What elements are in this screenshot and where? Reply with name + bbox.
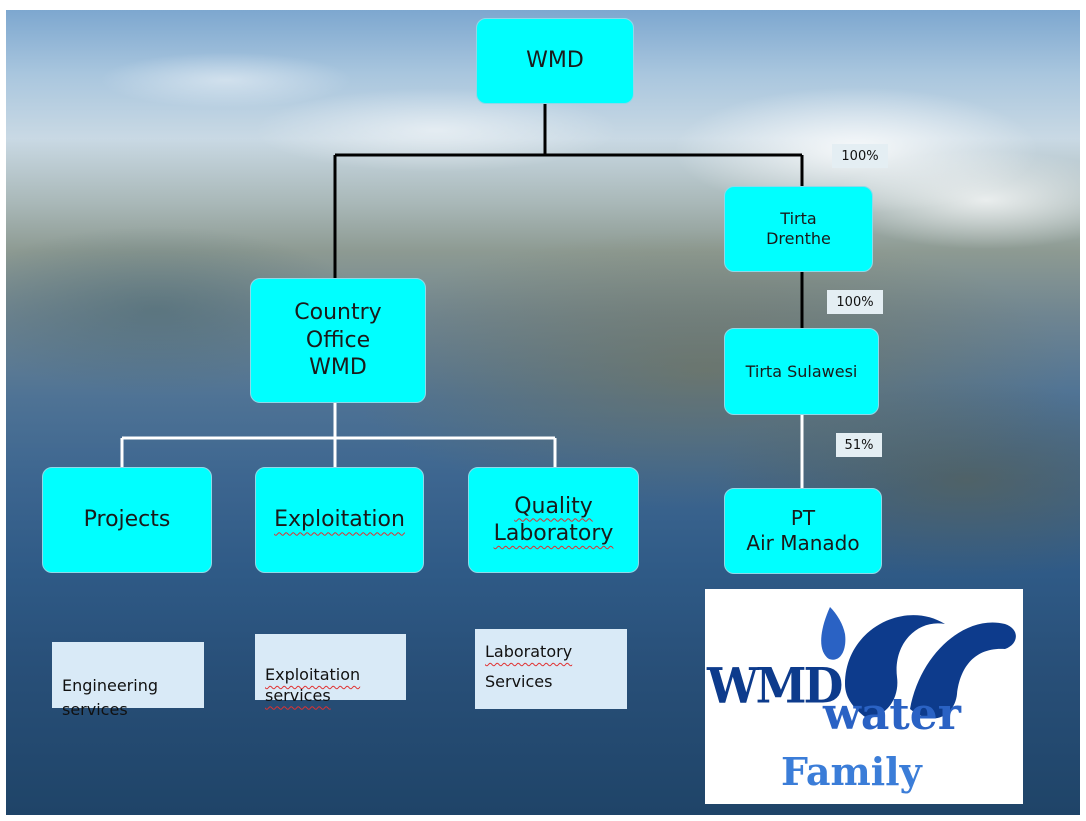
service-engineering-label: Engineering services (62, 676, 158, 719)
logo-wmd-text: WMD (706, 658, 842, 714)
service-box-engineering: Engineering services (52, 642, 204, 719)
node-exploitation: Exploitation (255, 467, 424, 573)
node-wmd: WMD (476, 18, 634, 104)
service-exploitation-label: Exploitation services (265, 664, 361, 705)
ownership-badge-tirta-drenthe: 100% (832, 144, 888, 168)
water-drop-swirl-icon: WMD water Family (706, 607, 1016, 794)
service-laboratory-word: Laboratory (485, 642, 573, 661)
logo-water-text: water (822, 689, 962, 740)
node-quality-laboratory: Quality Laboratory (468, 467, 639, 573)
ownership-badge-tirta-sulawesi: 100% (827, 290, 883, 314)
node-country-office: Country Office WMD (250, 278, 426, 403)
logo-large-wave (845, 615, 945, 718)
node-projects: Projects (42, 467, 212, 573)
logo-curl-wave (910, 622, 1016, 719)
node-pt-air-manado-label: PT Air Manado (746, 506, 860, 555)
wmd-water-family-logo: WMD water Family (705, 589, 1023, 804)
node-pt-air-manado: PT Air Manado (724, 488, 882, 574)
logo-water-drop (821, 607, 846, 660)
node-tirta-sulawesi: Tirta Sulawesi (724, 328, 879, 415)
ownership-badge-pt-air-manado: 51% (836, 433, 882, 457)
logo-family-text: Family (781, 749, 923, 794)
node-quality-laboratory-label: Quality Laboratory (493, 493, 614, 547)
service-box-laboratory: Laboratory Services (475, 629, 627, 709)
service-laboratory-services: Services (485, 672, 553, 692)
node-tirta-drenthe-label: Tirta Drenthe (766, 209, 831, 248)
node-country-office-label: Country Office WMD (294, 300, 382, 381)
node-tirta-drenthe: Tirta Drenthe (724, 186, 873, 272)
node-projects-label: Projects (83, 507, 171, 533)
service-box-exploitation: Exploitation services (255, 634, 406, 705)
node-wmd-label: WMD (526, 48, 584, 74)
node-tirta-sulawesi-label: Tirta Sulawesi (745, 361, 858, 381)
node-exploitation-label: Exploitation (274, 507, 405, 533)
